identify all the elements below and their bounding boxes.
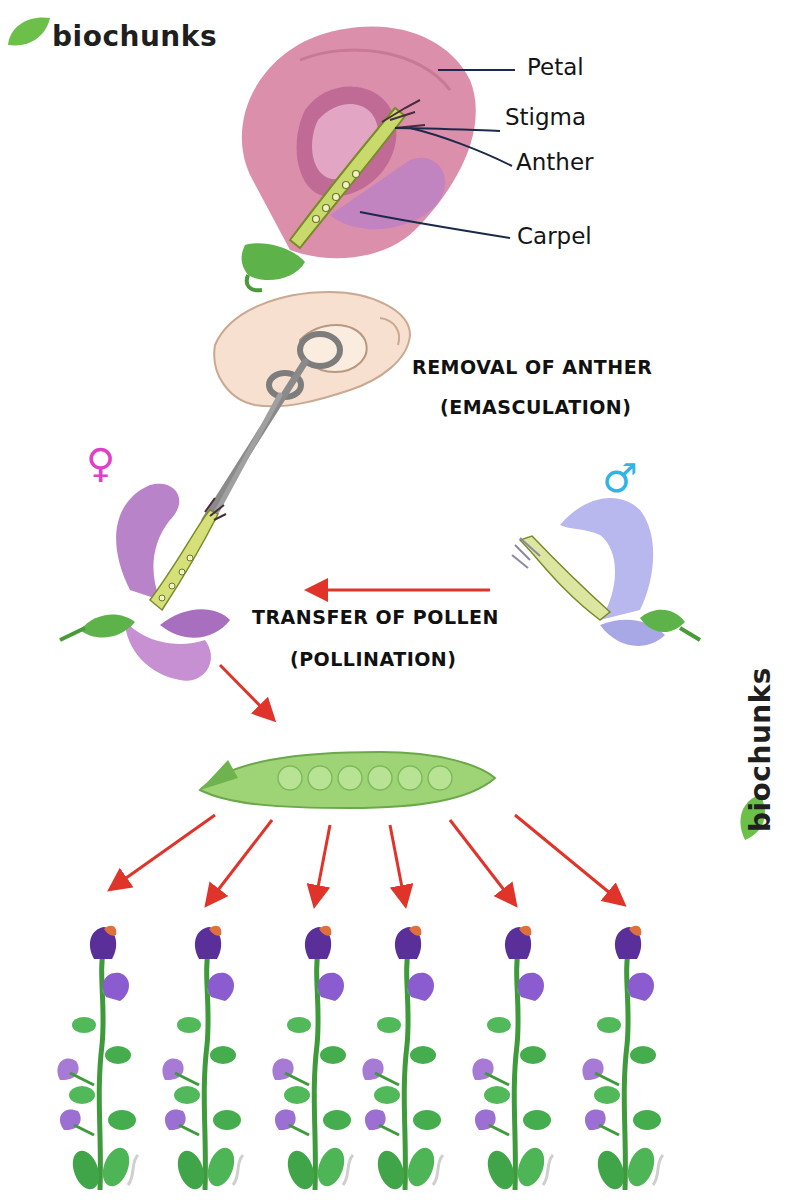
emasculated-flower	[159, 595, 165, 601]
pea-pod	[200, 752, 495, 808]
step-label: (POLLINATION)	[290, 648, 456, 670]
part-label: Anther	[516, 149, 594, 175]
flow-arrow	[112, 815, 215, 888]
offspring-plants	[57, 926, 663, 1193]
pea-pod	[200, 752, 495, 808]
pollen-donor-flower	[560, 498, 653, 620]
emasculated-flower	[60, 628, 85, 640]
pollen-donor-flower	[520, 536, 610, 620]
pea-flower-section	[242, 26, 476, 290]
emasculated-flower	[187, 555, 193, 561]
leader-line	[360, 212, 510, 238]
flow-arrow	[208, 820, 272, 903]
pea-pod	[278, 766, 452, 790]
logo-text: biochunks	[744, 667, 777, 832]
logo-leaf	[8, 17, 765, 840]
offspring-plants	[272, 926, 353, 1193]
pollen-donor-flower	[512, 498, 700, 646]
offspring-plants	[362, 926, 443, 1193]
hand-with-scissors	[205, 362, 305, 520]
emasculated-flower	[205, 498, 226, 520]
pea-pod	[338, 766, 362, 790]
flow-arrow	[450, 820, 514, 903]
male-symbol: ♂	[602, 455, 638, 501]
logo-leaf	[8, 17, 50, 45]
leader-line	[438, 69, 515, 71]
pea-pod	[278, 766, 302, 790]
pea-pod	[428, 766, 452, 790]
offspring-plants	[472, 926, 553, 1193]
pea-flower-section	[382, 100, 425, 128]
hand-with-scissors	[215, 395, 280, 515]
flow-arrow	[315, 825, 330, 903]
pea-pod	[368, 766, 392, 790]
emasculated-flower	[80, 614, 135, 637]
part-label: Stigma	[505, 104, 586, 130]
step-label: TRANSFER OF POLLEN	[252, 606, 499, 628]
pea-flower-section	[242, 243, 305, 280]
hand-with-scissors	[205, 292, 410, 520]
hand-with-scissors	[300, 325, 367, 372]
pea-flower-section	[343, 182, 350, 189]
flow-arrow	[112, 590, 622, 903]
pea-pod	[398, 766, 422, 790]
flow-arrow	[310, 589, 490, 592]
part-label: Carpel	[517, 223, 592, 249]
pea-pod	[308, 766, 332, 790]
pea-flower-section	[242, 26, 476, 258]
emasculated-flower	[159, 555, 193, 601]
pollen-donor-flower	[640, 610, 685, 632]
step-label: REMOVAL OF ANTHER	[412, 356, 652, 378]
pea-flower-section	[330, 158, 445, 229]
emasculated-flower	[60, 484, 230, 681]
flow-arrow	[515, 815, 622, 903]
emasculated-flower	[160, 609, 230, 637]
pea-pod	[200, 760, 238, 790]
emasculated-flower	[150, 510, 218, 610]
offspring-plants	[582, 926, 663, 1193]
leader-line	[360, 70, 515, 238]
pollen-donor-flower	[512, 538, 540, 568]
pea-flower-section	[333, 194, 340, 201]
logo-text: biochunks	[52, 20, 217, 53]
female-symbol: ♀	[86, 440, 115, 486]
part-label: Petal	[527, 54, 584, 80]
pea-flower-section	[300, 50, 450, 90]
leader-line	[410, 128, 512, 166]
pea-flower-section	[247, 275, 262, 290]
flow-arrow	[390, 825, 405, 903]
pea-flower-section	[353, 171, 360, 178]
hand-with-scissors	[214, 292, 410, 406]
pea-flower-section	[313, 216, 320, 223]
hand-with-scissors	[380, 318, 399, 345]
pollen-donor-flower	[680, 628, 700, 640]
offspring-plants	[162, 926, 243, 1193]
offspring-plants	[57, 926, 138, 1193]
flow-arrow	[220, 665, 272, 718]
pea-flower-section	[323, 205, 330, 212]
emasculated-flower	[179, 569, 185, 575]
emasculated-flower	[169, 583, 175, 589]
step-label: (EMASCULATION)	[440, 396, 631, 418]
